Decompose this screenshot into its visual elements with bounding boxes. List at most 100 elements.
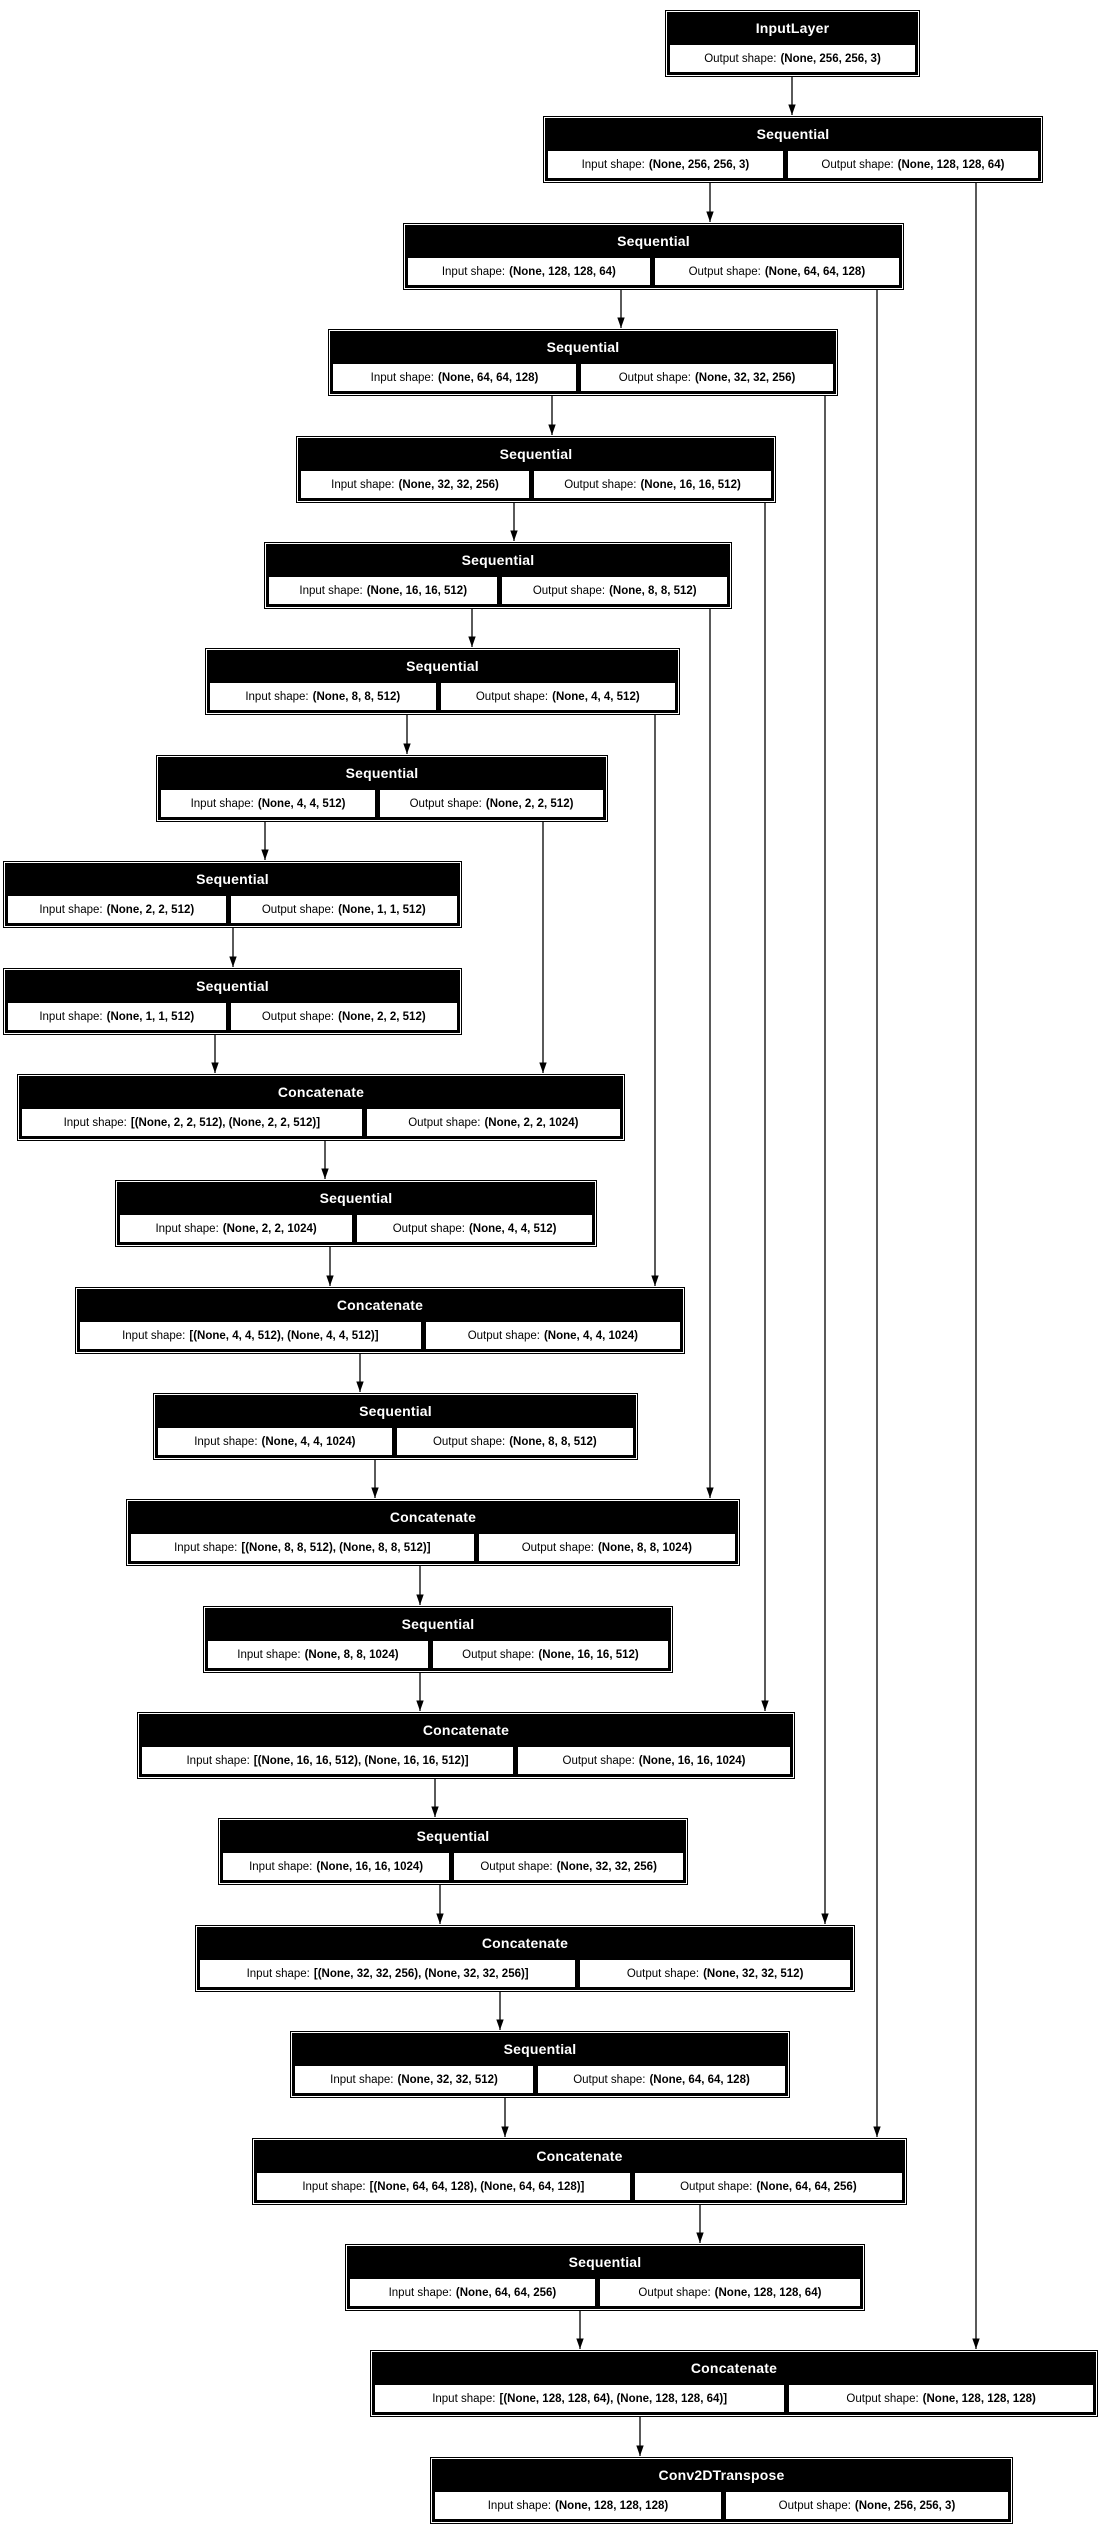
layer-node-sequential-n12: Sequential Input shape: (None, 2, 2, 102… <box>115 1180 597 1247</box>
output-shape-cell: Output shape: (None, 16, 16, 512) <box>432 1641 669 1668</box>
layer-node-sequential-n5: Sequential Input shape: (None, 32, 32, 2… <box>296 436 776 503</box>
shape-value: (None, 16, 16, 1024) <box>316 1860 424 1873</box>
input-shape-cell: Input shape: (None, 64, 64, 128) <box>333 364 577 391</box>
layer-shape-fields: Input shape: [(None, 64, 64, 128), (None… <box>257 2173 903 2200</box>
shape-value: (None, 128, 128, 64) <box>509 265 616 278</box>
shape-value: (None, 8, 8, 512) <box>312 690 401 703</box>
output-shape-cell: Output shape: (None, 128, 128, 64) <box>787 151 1039 178</box>
shape-label: Input shape: <box>388 2286 452 2299</box>
layer-node-sequential-n2: Sequential Input shape: (None, 256, 256,… <box>543 116 1043 183</box>
shape-label: Output shape: <box>408 1116 481 1129</box>
input-shape-cell: Input shape: (None, 32, 32, 256) <box>301 471 530 498</box>
shape-label: Output shape: <box>521 1541 594 1554</box>
layer-shape-fields: Input shape: [(None, 8, 8, 512), (None, … <box>131 1534 736 1561</box>
shape-label: Input shape: <box>39 903 103 916</box>
shape-value: [(None, 32, 32, 256), (None, 32, 32, 256… <box>313 1967 529 1980</box>
shape-label: Input shape: <box>194 1435 258 1448</box>
layer-title: Concatenate <box>481 1935 569 1951</box>
shape-value: [(None, 4, 4, 512), (None, 4, 4, 512)] <box>189 1329 379 1342</box>
output-shape-cell: Output shape: (None, 2, 2, 512) <box>230 1003 457 1030</box>
layer-title: Concatenate <box>690 2360 778 2376</box>
layer-shape-fields: Input shape: [(None, 2, 2, 512), (None, … <box>22 1109 621 1136</box>
layer-title: Sequential <box>756 126 830 142</box>
shape-value: (None, 4, 4, 512) <box>468 1222 557 1235</box>
shape-label: Output shape: <box>475 690 549 703</box>
input-shape-cell: Input shape: (None, 4, 4, 512) <box>161 790 376 817</box>
layer-title: Concatenate <box>389 1509 477 1525</box>
layer-node-sequential-n18: Sequential Input shape: (None, 16, 16, 1… <box>218 1818 688 1885</box>
shape-label: Output shape: <box>261 903 335 916</box>
shape-label: Input shape: <box>122 1329 186 1342</box>
shape-label: Output shape: <box>562 1754 635 1767</box>
shape-value: (None, 256, 256, 3) <box>780 52 881 65</box>
shape-label: Input shape: <box>245 690 309 703</box>
layer-shape-fields: Input shape: [(None, 4, 4, 512), (None, … <box>80 1322 681 1349</box>
layer-shape-fields: Input shape: (None, 64, 64, 128) Output … <box>333 364 833 391</box>
shape-label: Input shape: <box>330 2073 394 2086</box>
layer-shape-fields: Input shape: [(None, 16, 16, 512), (None… <box>142 1747 790 1774</box>
shape-label: Output shape: <box>821 158 894 171</box>
shape-value: (None, 2, 2, 512) <box>338 1010 426 1023</box>
shape-label: Output shape: <box>467 1329 540 1342</box>
layer-title: Sequential <box>319 1190 393 1206</box>
layer-shape-fields: Input shape: (None, 4, 4, 512) Output sh… <box>161 790 603 817</box>
output-shape-cell: Output shape: (None, 32, 32, 512) <box>580 1960 851 1987</box>
shape-label: Input shape: <box>299 584 363 597</box>
layer-node-sequential-n7: Sequential Input shape: (None, 8, 8, 512… <box>205 648 680 715</box>
shape-value: (None, 128, 128, 128) <box>555 2499 669 2512</box>
shape-value: (None, 64, 64, 128) <box>437 371 539 384</box>
shape-value: (None, 2, 2, 512) <box>106 903 195 916</box>
layer-node-sequential-n16: Sequential Input shape: (None, 8, 8, 102… <box>203 1606 673 1673</box>
shape-label: Output shape: <box>680 2180 753 2193</box>
layer-shape-fields: Input shape: (None, 64, 64, 256) Output … <box>350 2279 861 2306</box>
input-shape-cell: Input shape: [(None, 64, 64, 128), (None… <box>257 2173 630 2200</box>
layer-title: Concatenate <box>336 1297 424 1313</box>
layer-title: Concatenate <box>422 1722 510 1738</box>
input-shape-cell: Input shape: [(None, 128, 128, 64), (Non… <box>375 2385 785 2412</box>
shape-value: (None, 8, 8, 512) <box>609 584 697 597</box>
layer-node-concatenate-n11: Concatenate Input shape: [(None, 2, 2, 5… <box>17 1074 625 1141</box>
layer-node-concatenate-n17: Concatenate Input shape: [(None, 16, 16,… <box>137 1712 795 1779</box>
layer-title: Sequential <box>345 765 419 781</box>
layer-node-sequential-n4: Sequential Input shape: (None, 64, 64, 1… <box>328 329 838 396</box>
shape-label: Output shape: <box>846 2392 919 2405</box>
input-shape-cell: Input shape: [(None, 16, 16, 512), (None… <box>142 1747 514 1774</box>
input-shape-cell: Input shape: (None, 2, 2, 1024) <box>120 1215 353 1242</box>
shape-label: Input shape: <box>63 1116 127 1129</box>
shape-label: Input shape: <box>487 2499 552 2512</box>
layer-shape-fields: Input shape: (None, 16, 16, 512) Output … <box>269 577 728 604</box>
shape-value: (None, 8, 8, 1024) <box>597 1541 692 1554</box>
shape-value: (None, 8, 8, 512) <box>509 1435 597 1448</box>
layer-title: Sequential <box>617 233 690 249</box>
input-shape-cell: Input shape: (None, 32, 32, 512) <box>295 2066 534 2093</box>
shape-value: (None, 128, 128, 64) <box>714 2286 822 2299</box>
shape-label: Input shape: <box>331 478 395 491</box>
shape-value: (None, 2, 2, 1024) <box>484 1116 579 1129</box>
layer-node-sequential-n20: Sequential Input shape: (None, 32, 32, 5… <box>290 2031 790 2098</box>
shape-value: (None, 32, 32, 512) <box>703 1967 804 1980</box>
layer-node-inputlayer-n1: InputLayer Output shape: (None, 256, 256… <box>665 10 920 77</box>
shape-label: Output shape: <box>778 2499 851 2512</box>
layer-node-sequential-n14: Sequential Input shape: (None, 4, 4, 102… <box>153 1393 638 1460</box>
shape-label: Input shape: <box>190 797 254 810</box>
shape-value: (None, 1, 1, 512) <box>338 903 426 916</box>
layer-shape-fields: Input shape: (None, 2, 2, 512) Output sh… <box>8 896 457 923</box>
shape-label: Output shape: <box>480 1860 553 1873</box>
shape-label: Output shape: <box>432 1435 506 1448</box>
layer-shape-fields: Input shape: [(None, 32, 32, 256), (None… <box>200 1960 851 1987</box>
shape-label: Output shape: <box>261 1010 335 1023</box>
shape-label: Input shape: <box>39 1010 103 1023</box>
shape-value: (None, 16, 16, 512) <box>640 478 741 491</box>
layer-shape-fields: Output shape: (None, 256, 256, 3) <box>670 45 915 72</box>
layer-title: Concatenate <box>536 2148 623 2164</box>
shape-value: [(None, 128, 128, 64), (None, 128, 128, … <box>499 2392 728 2405</box>
shape-label: Input shape: <box>246 1967 310 1980</box>
layer-node-concatenate-n13: Concatenate Input shape: [(None, 4, 4, 5… <box>75 1287 685 1354</box>
input-shape-cell: Input shape: (None, 128, 128, 128) <box>435 2492 721 2519</box>
output-shape-cell: Output shape: (None, 16, 16, 1024) <box>518 1747 790 1774</box>
layer-title: Sequential <box>401 1616 475 1632</box>
shape-label: Input shape: <box>302 2180 366 2193</box>
output-shape-cell: Output shape: (None, 32, 32, 256) <box>581 364 833 391</box>
output-shape-cell: Output shape: (None, 256, 256, 3) <box>670 45 915 72</box>
output-shape-cell: Output shape: (None, 8, 8, 1024) <box>478 1534 736 1561</box>
